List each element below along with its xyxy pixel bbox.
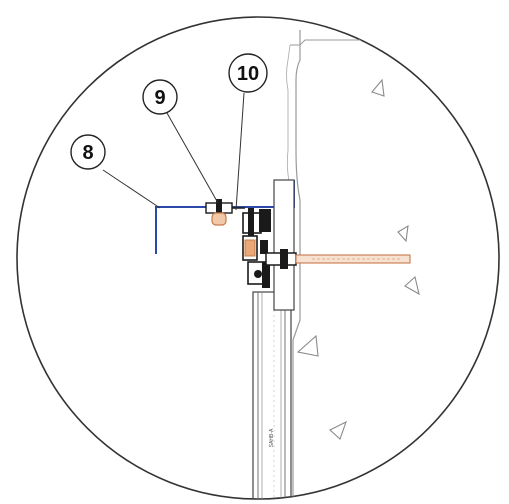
leader-10 — [235, 92, 245, 211]
profile-marking: SAHB-A — [269, 428, 275, 447]
bracket-plate — [273, 179, 295, 311]
concrete-aggregate-marks — [296, 78, 420, 440]
bolt-9 — [205, 199, 245, 226]
leader-8 — [102, 169, 161, 209]
callout-9: 9 — [142, 79, 178, 115]
vertical-profile: SAHB-A — [252, 291, 292, 499]
callout-8: 8 — [70, 134, 106, 170]
svg-text:8: 8 — [82, 142, 93, 164]
concrete-slab-outline — [292, 30, 301, 499]
concrete-slab-inner-edge — [286, 44, 291, 200]
leader-9 — [166, 112, 219, 204]
anchor-rod — [265, 249, 411, 269]
svg-text:9: 9 — [154, 87, 165, 109]
connector-10 — [242, 208, 271, 288]
svg-text:10: 10 — [237, 63, 259, 85]
callout-10: 10 — [228, 53, 268, 93]
